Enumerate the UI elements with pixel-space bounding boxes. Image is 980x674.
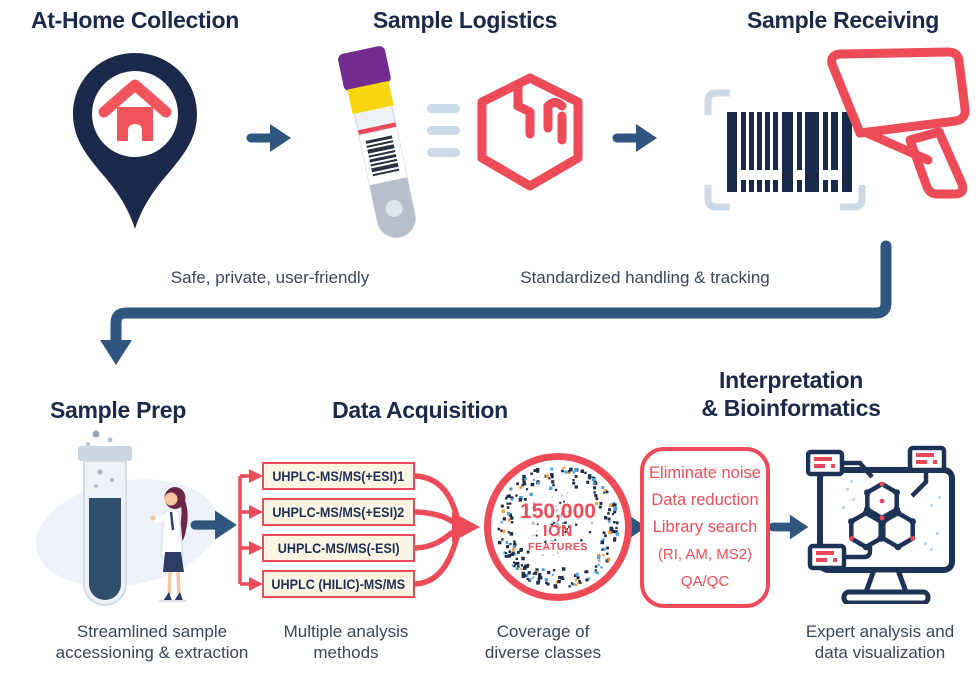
interpretation-line1: Interpretation xyxy=(718,367,864,393)
processing-step: Eliminate noise xyxy=(649,464,761,482)
processing-step: Library search xyxy=(652,518,758,536)
caption-safe-private: Safe, private, user-friendly xyxy=(170,268,370,287)
caption-line: diverse classes xyxy=(484,643,602,662)
ion-dots xyxy=(497,466,619,589)
method-box-uhplc-hilic: UHPLC (HILIC)-MS/MS xyxy=(262,570,415,598)
step-title-sample-prep: Sample Prep xyxy=(49,397,187,423)
speed-line-icon xyxy=(427,104,460,113)
step-title-sample-receiving: Sample Receiving xyxy=(746,7,940,33)
ion-features-circle: 150,000 ION FEATURES xyxy=(484,453,632,601)
processing-step: Data reduction xyxy=(651,491,759,509)
caption-line: Multiple analysis xyxy=(283,622,409,641)
caption-line: accessioning & extraction xyxy=(55,643,249,662)
caption-line: Expert analysis and xyxy=(805,622,955,641)
test-tube-and-scientist-icon xyxy=(35,430,219,606)
sample-tube-icon xyxy=(338,46,416,239)
arrow-right-icon xyxy=(768,514,809,540)
processing-steps-box: Eliminate noise Data reduction Library s… xyxy=(640,447,770,608)
step-title-sample-logistics: Sample Logistics xyxy=(372,7,558,33)
step-title-at-home-collection: At-Home Collection xyxy=(31,7,239,33)
scientist-figure xyxy=(150,487,188,602)
processing-step: (RI, AM, MS2) xyxy=(657,546,753,563)
features-label: FEATURES xyxy=(528,540,588,553)
caption-data-acquisition: Multiple analysis methods xyxy=(246,621,446,663)
caption-coverage: Coverage of diverse classes xyxy=(443,621,643,663)
caption-standardized-handling: Standardized handling & tracking xyxy=(520,268,770,287)
barcode-scanner-icon xyxy=(827,47,970,199)
speed-line-icon xyxy=(427,126,460,135)
interpretation-line2: & Bioinformatics xyxy=(701,395,881,421)
ion-label: ION xyxy=(543,522,573,540)
processing-step: QA/QC xyxy=(680,573,730,590)
method-box-uhplc-pos1: UHPLC-MS/MS(+ESI)1 xyxy=(262,462,415,490)
caption-expert-analysis: Expert analysis and data visualization xyxy=(775,621,980,663)
method-label: UHPLC-MS/MS(-ESI) xyxy=(277,540,400,556)
method-box-uhplc-neg: UHPLC-MS/MS(-ESI) xyxy=(262,534,415,562)
caption-line: Streamlined sample xyxy=(76,622,228,641)
speed-line-icon xyxy=(427,148,460,157)
method-box-uhplc-pos2: UHPLC-MS/MS(+ESI)2 xyxy=(262,498,415,526)
caption-line: Coverage of xyxy=(496,622,590,641)
monitor-with-molecule-icon xyxy=(806,445,955,604)
method-label: UHPLC-MS/MS(+ESI)1 xyxy=(272,468,405,484)
method-label: UHPLC-MS/MS(+ESI)2 xyxy=(272,504,405,520)
shipping-box-icon xyxy=(477,73,583,191)
arrow-right-icon xyxy=(246,124,291,152)
step-title-data-acquisition: Data Acquisition xyxy=(332,397,508,423)
arrow-right-icon xyxy=(190,510,237,540)
location-pin-home-icon xyxy=(73,53,197,229)
caption-line: data visualization xyxy=(814,643,946,662)
method-label: UHPLC (HILIC)-MS/MS xyxy=(271,576,406,592)
ion-count: 150,000 xyxy=(520,499,596,523)
arrow-right-icon xyxy=(612,124,657,152)
caption-line: methods xyxy=(313,643,379,662)
caption-sample-prep: Streamlined sample accessioning & extrac… xyxy=(32,621,272,663)
step-title-interpretation: Interpretation & Bioinformatics xyxy=(666,366,916,422)
ion-features-text: 150,000 ION FEATURES xyxy=(491,460,625,594)
